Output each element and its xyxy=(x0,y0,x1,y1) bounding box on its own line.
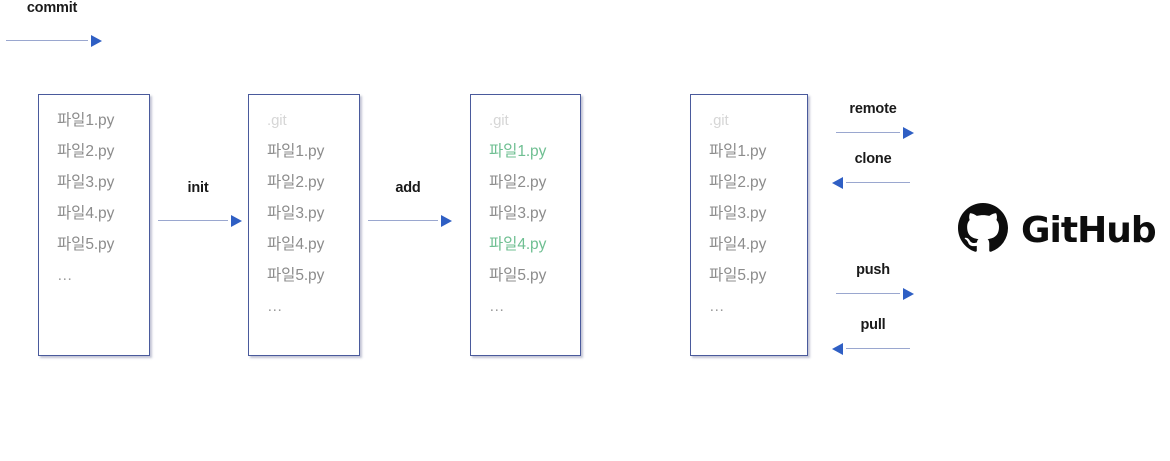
file-line-staged: 파일4.py xyxy=(489,236,547,253)
arrow-head-left-icon xyxy=(832,177,843,189)
file-line: 파일2.py xyxy=(57,143,115,160)
file-line: 파일5.py xyxy=(489,267,547,284)
file-box-initialized-repository: .git 파일1.py 파일2.py 파일3.py 파일4.py 파일5.py … xyxy=(248,94,360,356)
arrow-head-right-icon xyxy=(231,215,242,227)
file-line: 파일4.py xyxy=(267,236,325,253)
step-commit: commit xyxy=(0,0,104,48)
file-line: 파일2.py xyxy=(489,174,547,191)
arrow-init xyxy=(152,214,244,228)
file-line-staged: 파일1.py xyxy=(489,143,547,160)
arrow-head-right-icon xyxy=(903,127,914,139)
arrow-head-right-icon xyxy=(91,35,102,47)
file-line: 파일3.py xyxy=(267,205,325,222)
github-octocat-icon xyxy=(958,203,1008,258)
arrow-head-right-icon xyxy=(903,288,914,300)
github-logo: GitHub xyxy=(958,203,1157,258)
arrow-line xyxy=(846,182,910,184)
remote-op-label-push: push xyxy=(856,262,890,278)
git-directory-label: .git xyxy=(267,112,287,129)
arrow-add xyxy=(362,214,454,228)
file-line: 파일1.py xyxy=(709,143,767,160)
arrow-clone xyxy=(830,176,916,190)
file-line: 파일1.py xyxy=(57,112,115,129)
file-box-working-directory: 파일1.py 파일2.py 파일3.py 파일4.py 파일5.py … xyxy=(38,94,150,356)
file-line: 파일3.py xyxy=(57,174,115,191)
file-box-staging-area: .git 파일1.py 파일2.py 파일3.py 파일4.py 파일5.py … xyxy=(470,94,581,356)
arrow-push xyxy=(830,287,916,301)
arrow-remote xyxy=(830,126,916,140)
file-line: 파일4.py xyxy=(709,236,767,253)
step-init: init xyxy=(152,180,244,228)
arrow-line xyxy=(846,348,910,350)
remote-op-label-pull: pull xyxy=(860,317,886,333)
git-directory-label: .git xyxy=(709,112,729,129)
file-line: 파일2.py xyxy=(267,174,325,191)
github-wordmark: GitHub xyxy=(1021,210,1157,251)
arrow-pull xyxy=(830,342,916,356)
git-directory-label: .git xyxy=(489,112,509,129)
arrow-line xyxy=(6,40,88,42)
file-line: 파일5.py xyxy=(267,267,325,284)
arrow-line xyxy=(836,293,900,295)
remote-op-label-remote: remote xyxy=(849,101,897,117)
file-line-ellipsis: … xyxy=(57,267,74,284)
arrow-line xyxy=(368,220,438,222)
step-label-commit: commit xyxy=(26,0,78,16)
step-label-add: add xyxy=(395,180,421,196)
file-line: 파일3.py xyxy=(709,205,767,222)
file-list: .git 파일1.py 파일2.py 파일3.py 파일4.py 파일5.py … xyxy=(267,105,353,322)
file-line: 파일4.py xyxy=(57,205,115,222)
file-line: 파일2.py xyxy=(709,174,767,191)
remote-op-pull: pull xyxy=(830,317,916,356)
arrow-commit xyxy=(0,34,104,48)
step-add: add xyxy=(362,180,454,228)
file-line-ellipsis: … xyxy=(709,298,726,315)
file-list: 파일1.py 파일2.py 파일3.py 파일4.py 파일5.py … xyxy=(57,105,143,291)
file-list: .git 파일1.py 파일2.py 파일3.py 파일4.py 파일5.py … xyxy=(709,105,801,322)
remote-op-clone: clone xyxy=(830,151,916,190)
step-label-init: init xyxy=(187,180,209,196)
arrow-head-left-icon xyxy=(832,343,843,355)
remote-op-label-clone: clone xyxy=(854,151,892,167)
remote-op-remote: remote xyxy=(830,101,916,140)
file-box-committed-repository: .git 파일1.py 파일2.py 파일3.py 파일4.py 파일5.py … xyxy=(690,94,808,356)
arrow-head-right-icon xyxy=(441,215,452,227)
file-line-ellipsis: … xyxy=(489,298,506,315)
file-line: 파일1.py xyxy=(267,143,325,160)
arrow-line xyxy=(158,220,228,222)
arrow-line xyxy=(836,132,900,134)
file-line: 파일3.py xyxy=(489,205,547,222)
file-line: 파일5.py xyxy=(57,236,115,253)
file-line: 파일5.py xyxy=(709,267,767,284)
file-line-ellipsis: … xyxy=(267,298,284,315)
file-list: .git 파일1.py 파일2.py 파일3.py 파일4.py 파일5.py … xyxy=(489,105,574,322)
remote-op-push: push xyxy=(830,262,916,301)
